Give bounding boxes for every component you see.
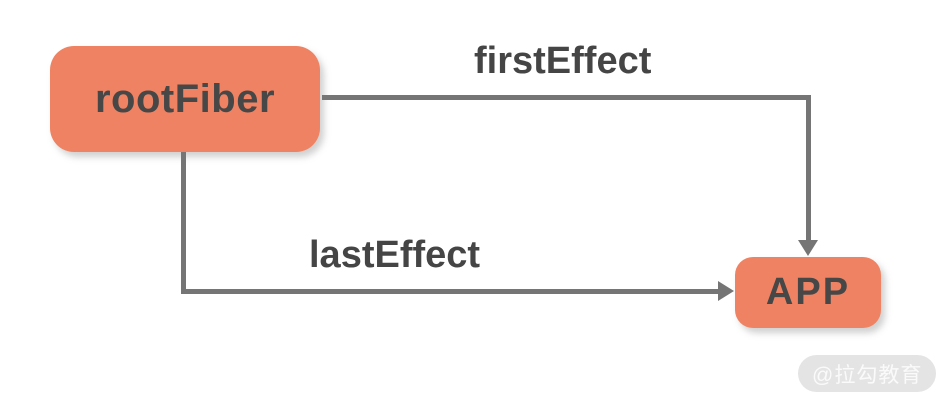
edge-first-effect-vertical-line bbox=[806, 95, 811, 242]
node-rootfiber-label: rootFiber bbox=[94, 76, 276, 121]
arrowhead-down-icon bbox=[798, 240, 818, 256]
watermark-badge: @拉勾教育 bbox=[798, 355, 937, 392]
edge-last-effect-horizontal-line bbox=[181, 289, 720, 294]
watermark-text: @拉勾教育 bbox=[812, 363, 923, 387]
node-app: APP bbox=[735, 257, 881, 328]
node-app-label: APP bbox=[765, 271, 851, 313]
node-rootfiber: rootFiber bbox=[50, 46, 320, 152]
arrowhead-right-icon bbox=[718, 281, 734, 301]
edge-first-effect-horizontal-line bbox=[322, 95, 811, 100]
edge-last-effect-vertical-line bbox=[181, 152, 186, 294]
edge-label-last-effect: lastEffect bbox=[309, 234, 481, 276]
edge-label-first-effect: firstEffect bbox=[474, 40, 652, 82]
